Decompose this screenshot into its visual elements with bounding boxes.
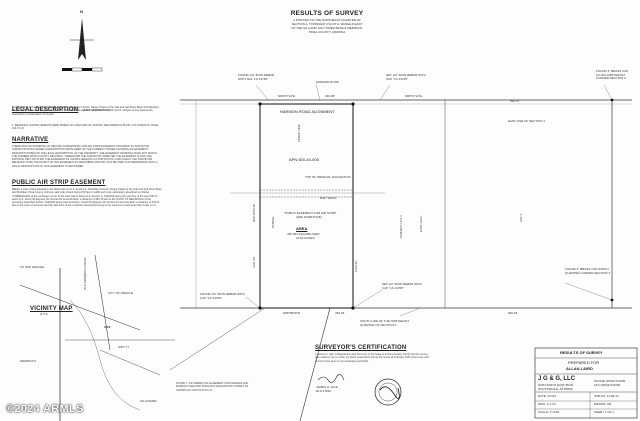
title-row-1-right: JOB NO. 11-08-10 [594,394,619,398]
apn-label: APN 500-40-005 [289,157,319,162]
survey-subtitle-line-1: A PORTION OF THE NORTHEAST QUARTER OF [293,18,361,22]
company-fax: FAX (480)370-9396 [594,383,621,387]
bottom-distance: 330.18' [335,311,345,315]
vicinity-label-river: GILA RIVER [140,399,157,403]
title-row-1-left: DATE: 2/7/24 [538,394,556,398]
armls-watermark: ©2024 ARMLS [6,403,84,415]
narrative-heading: NARRATIVE [12,137,49,143]
legal-description-text: The West half of the East half of Lot 3,… [12,106,160,116]
left-bearing: N00°15'03"W [252,204,256,222]
title-row-3-right: SHEET 1 OF 1 [594,410,614,414]
survey-subtitle-line-2: SECTION 4, TOWNSHIP 9 SOUTH, RANGE 8 EAS… [291,22,363,26]
survey-subtitle-line-4: PINAL COUNTY, ARIZONA [308,30,346,34]
top-distance: 330.08' [325,94,335,98]
title-row-2-left: DWG: 2-7-24 [538,402,556,406]
easement-text: BEING a strip of land situated in the We… [12,188,162,208]
vicinity-label-hwy: HWY 77 [118,345,130,349]
legal-description-block: LEGAL DESCRIPTION (DOC 133893 P.C.R.) [12,98,112,116]
basis-of-bearing-text: 1. BEARINGS SHOWN HEREON WERE BASED ON A… [12,124,159,131]
vicinity-site-label: SITE [104,325,111,329]
area-acres: 10.01 ACRES [296,236,315,240]
callout-found-nw: FOUND 1/2" IRON REBAR WITH TAG "LS 14765… [238,73,275,81]
vicinity-label-mammoth: MAMMOTH [20,359,36,363]
company-address: 2036 NORTH EAST BLVD. [538,383,575,387]
survey-subtitle-line-3: OF THE GILA AND SALT RIVER BASE & MERIDI… [291,26,363,30]
callout-east-line: EAST LINE OF SECTION 4 [508,119,545,123]
legal-description-doc: (DOC 133893 P.C.R.) [82,108,112,112]
title-row-3-left: SCALE: 1"=150' [538,410,560,414]
bottom-right-distance: 990.18' [508,311,518,315]
north-arrow-icon: N [80,9,83,14]
vicinity-label-oracle: CITY OF ORACLE [108,291,133,295]
title-block-prepared-for: PREPARED FOR [568,360,600,365]
parcel-label-1: PARCEL [271,216,275,228]
certification-signer: JAMES G. GILE [316,385,338,389]
callout-quarter-corner: FOUND 3" BRASS CAP NORTH QUARTER CORNER … [565,267,611,275]
survey-title: RESULTS OF SURVEY [290,10,364,17]
callout-fence: FENCE LINE [297,124,301,142]
title-block-client: ALLAN LAIRD [566,366,593,371]
top-right-distance: 990.37' [510,99,520,103]
area-sqft: 436,064 SQUARE FEET [287,232,320,236]
company-phone: PHONE (480)370-9395 [594,379,626,383]
vicinity-nts: N.T.S. [40,312,49,316]
parcel-label-2: SUBJECT LOT 3 [399,215,403,238]
top-bearing: N89°47'14"E [278,94,296,98]
vicinity-label-old-mammoth: OLD MAMMOTH ROAD [83,257,87,290]
bottom-easement-note: FOUND 1" OF PERPETUAL EASEMENT FOR INGRE… [176,382,249,392]
right-distance: 1320.30' [354,260,358,272]
bottom-bearing: N89°58'00"E [283,311,301,315]
narrative-text: THERE WAS NO EVIDENCE OF RECORD CONCERNI… [12,145,158,168]
parcel-label-4: LOT 3 [519,213,523,222]
certification-text: I, James G. Gile, a Registered Land Surv… [315,353,429,363]
easement-label: "PUBLIC EASEMENT FOR AIR STRIP" [284,211,337,215]
area-label: AREA [296,226,308,231]
certification-heading: SURVEYOR'S CERTIFICATION [315,345,407,351]
title-row-2-right: DRAWN: JW [594,402,612,406]
callout-south-line: SOUTH LINE OF THE NORTHEAST QUARTER OF S… [360,319,410,327]
company-name: J G & G, LLC [538,376,576,382]
top-right-bearing: N89°47'14"E [405,94,423,98]
callout-set-se: SET 1/2" IRON REBAR WITH CAP "LS 14765" [382,282,422,290]
callout-found-sw: FOUND 1/2" IRON REBAR WITH CAP "LS 14765… [200,292,245,300]
vicinity-label-san-manuel: TO SAN MANUEL [20,265,45,269]
title-block-title: RESULTS OF SURVEY [560,350,603,355]
callout-rebar-ne: SET 1/2" IRON REBAR WITH CAP "LS 14765" [386,73,426,81]
legal-description-heading: LEGAL DESCRIPTION [12,107,79,113]
company-city: SCOTTSDALE, AZ 85260 [538,387,573,391]
dirt-road-label: DIRT ROAD [320,196,337,200]
parcel-label-3: EAST HALF [419,215,423,232]
top-road-label: HARMON ROAD [316,80,339,84]
road-alignment-label: HARMON ROAD ALIGNMENT [280,109,335,114]
left-distance: 1321.44' [252,256,256,268]
certification-reg: RLS 27022 [316,389,332,393]
callout-ne-corner: FOUND 3" BRASS CAP FLUSH NORTHEAST CORNE… [596,69,629,81]
airstrip-top-label: TOP OF ORIGINAL EXCAVATION [305,175,351,179]
easement-heading: PUBLIC AIR STRIP EASEMENT [12,180,106,186]
vicinity-map-heading: VICINITY MAP [30,306,73,312]
easement-sub-label: (SEE NARRATIVE) [296,215,322,219]
